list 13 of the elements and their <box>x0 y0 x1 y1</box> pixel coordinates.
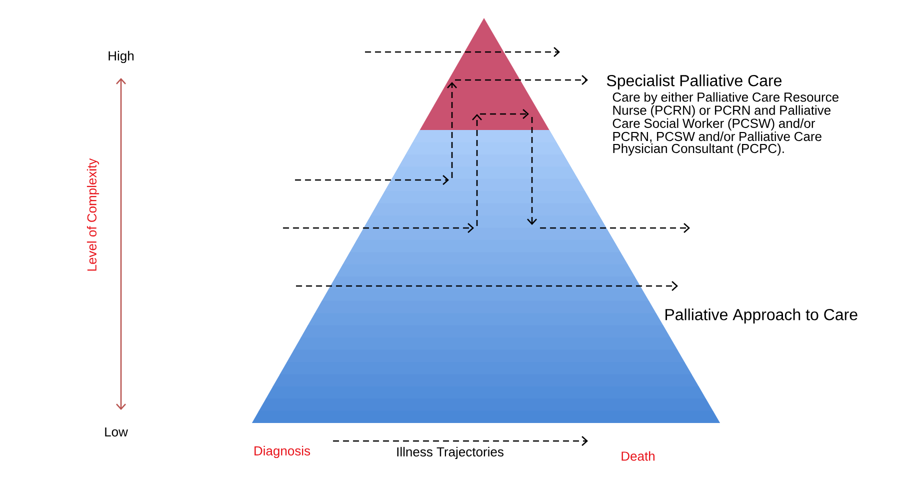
axis-title: Illness Trajectories <box>397 446 504 460</box>
heading-text: Palliative Approach to Care <box>666 308 858 324</box>
axis-label: High <box>108 50 134 64</box>
arrow <box>472 114 482 226</box>
axis-label: Death <box>622 451 654 461</box>
arrow <box>527 117 537 225</box>
axis-label: Low <box>105 427 128 437</box>
axis-label: Diagnosis <box>254 446 310 458</box>
description-text: Care by either Palliative Care Resource Nurse (PCRN) or PCRN and Palliative Care Social Worker (PCSW) and/or PCRN, PCSW and/or Palliative Care Physician Consultant (PCPC). <box>612 92 838 156</box>
pyramid-top <box>420 18 550 130</box>
arrow <box>447 82 457 178</box>
heading-text: Specialist Palliative Care <box>606 74 782 90</box>
axis-title: Level of Complexity <box>86 158 100 271</box>
